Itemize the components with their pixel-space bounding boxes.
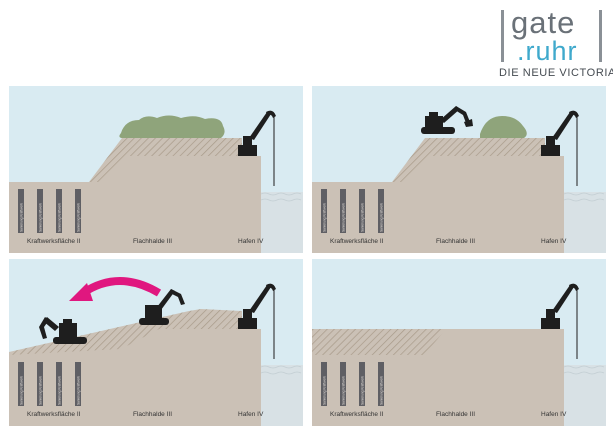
power-plant-buildings xyxy=(321,362,384,406)
label-kraftwerksflaeche: Kraftwerksfläche II xyxy=(330,238,384,245)
building-label-4: Sanierung Kraftwerk xyxy=(76,203,80,232)
water xyxy=(261,365,303,426)
label-hafen: Hafen IV xyxy=(541,238,567,245)
excavator-spreading xyxy=(39,317,87,344)
crane xyxy=(541,110,579,186)
building-label-3: Sanierung Kraftwerk xyxy=(57,203,61,232)
gate-ruhr-logo: gate .ruhr DIE NEUE VICTORIA xyxy=(495,5,613,80)
building-label-3: Sanierung Kraftwerk xyxy=(360,203,364,232)
label-hafen: Hafen IV xyxy=(238,411,264,418)
water xyxy=(564,365,606,426)
crane xyxy=(541,283,579,359)
logo-left-bar xyxy=(501,10,504,62)
vegetation xyxy=(119,115,225,138)
building-label-2: Sanierung Kraftwerk xyxy=(38,376,42,405)
vegetation xyxy=(480,116,527,138)
arrow-shaft xyxy=(80,277,162,297)
water xyxy=(564,192,606,253)
stage-3-illustration: Sanierung Kraftwerk Sanierung Kraftwerk … xyxy=(9,259,303,426)
logo-tagline: DIE NEUE VICTORIA xyxy=(499,67,613,79)
label-flachhalde: Flachhalde III xyxy=(133,238,172,245)
building-labels: Sanierung Kraftwerk Sanierung Kraftwerk … xyxy=(322,203,383,232)
label-flachhalde: Flachhalde III xyxy=(133,411,172,418)
ground-terrain xyxy=(9,138,261,253)
power-plant-buildings xyxy=(18,362,81,406)
excavator xyxy=(421,106,473,134)
power-plant-buildings xyxy=(18,189,81,233)
power-plant-buildings xyxy=(321,189,384,233)
label-hafen: Hafen IV xyxy=(541,411,567,418)
slag-heap-flattened xyxy=(312,329,446,355)
label-kraftwerksflaeche: Kraftwerksfläche II xyxy=(27,411,81,418)
label-kraftwerksflaeche: Kraftwerksfläche II xyxy=(27,238,81,245)
stage-3-panel: Sanierung Kraftwerk Sanierung Kraftwerk … xyxy=(9,259,303,426)
building-label-3: Sanierung Kraftwerk xyxy=(360,376,364,405)
building-labels: Sanierung Kraftwerk Sanierung Kraftwerk … xyxy=(322,376,383,405)
building-label-2: Sanierung Kraftwerk xyxy=(341,203,345,232)
crane xyxy=(238,110,276,186)
building-label-1: Sanierung Kraftwerk xyxy=(322,376,326,405)
ground-terrain xyxy=(312,138,564,253)
logo-word-ruhr: .ruhr xyxy=(517,36,578,66)
building-label-1: Sanierung Kraftwerk xyxy=(322,203,326,232)
crane xyxy=(238,283,276,359)
building-label-2: Sanierung Kraftwerk xyxy=(341,376,345,405)
arrow-head xyxy=(69,283,93,301)
label-kraftwerksflaeche: Kraftwerksfläche II xyxy=(330,411,384,418)
label-hafen: Hafen IV xyxy=(238,238,264,245)
excavator-moving xyxy=(139,289,185,325)
stage-1-illustration: Sanierung Kraftwerk Sanierung Kraftwerk … xyxy=(9,86,303,253)
building-label-1: Sanierung Kraftwerk xyxy=(19,376,23,405)
logo-right-bar xyxy=(599,10,602,62)
building-label-1: Sanierung Kraftwerk xyxy=(19,203,23,232)
stage-2-panel: Sanierung Kraftwerk Sanierung Kraftwerk … xyxy=(312,86,606,253)
building-label-2: Sanierung Kraftwerk xyxy=(38,203,42,232)
slag-heap xyxy=(89,138,242,182)
stage-4-panel: Sanierung Kraftwerk Sanierung Kraftwerk … xyxy=(312,259,606,426)
logo-word-gate: gate xyxy=(511,5,576,40)
building-label-4: Sanierung Kraftwerk xyxy=(76,376,80,405)
slag-heap xyxy=(392,138,545,182)
stage-4-illustration: Sanierung Kraftwerk Sanierung Kraftwerk … xyxy=(312,259,606,426)
stage-2-illustration: Sanierung Kraftwerk Sanierung Kraftwerk … xyxy=(312,86,606,253)
water xyxy=(261,192,303,253)
label-flachhalde: Flachhalde III xyxy=(436,238,475,245)
building-labels: Sanierung Kraftwerk Sanierung Kraftwerk … xyxy=(19,376,80,405)
stage-1-panel: Sanierung Kraftwerk Sanierung Kraftwerk … xyxy=(9,86,303,253)
building-label-4: Sanierung Kraftwerk xyxy=(379,203,383,232)
building-label-4: Sanierung Kraftwerk xyxy=(379,376,383,405)
label-flachhalde: Flachhalde III xyxy=(436,411,475,418)
building-labels: Sanierung Kraftwerk Sanierung Kraftwerk … xyxy=(19,203,80,232)
building-label-3: Sanierung Kraftwerk xyxy=(57,376,61,405)
